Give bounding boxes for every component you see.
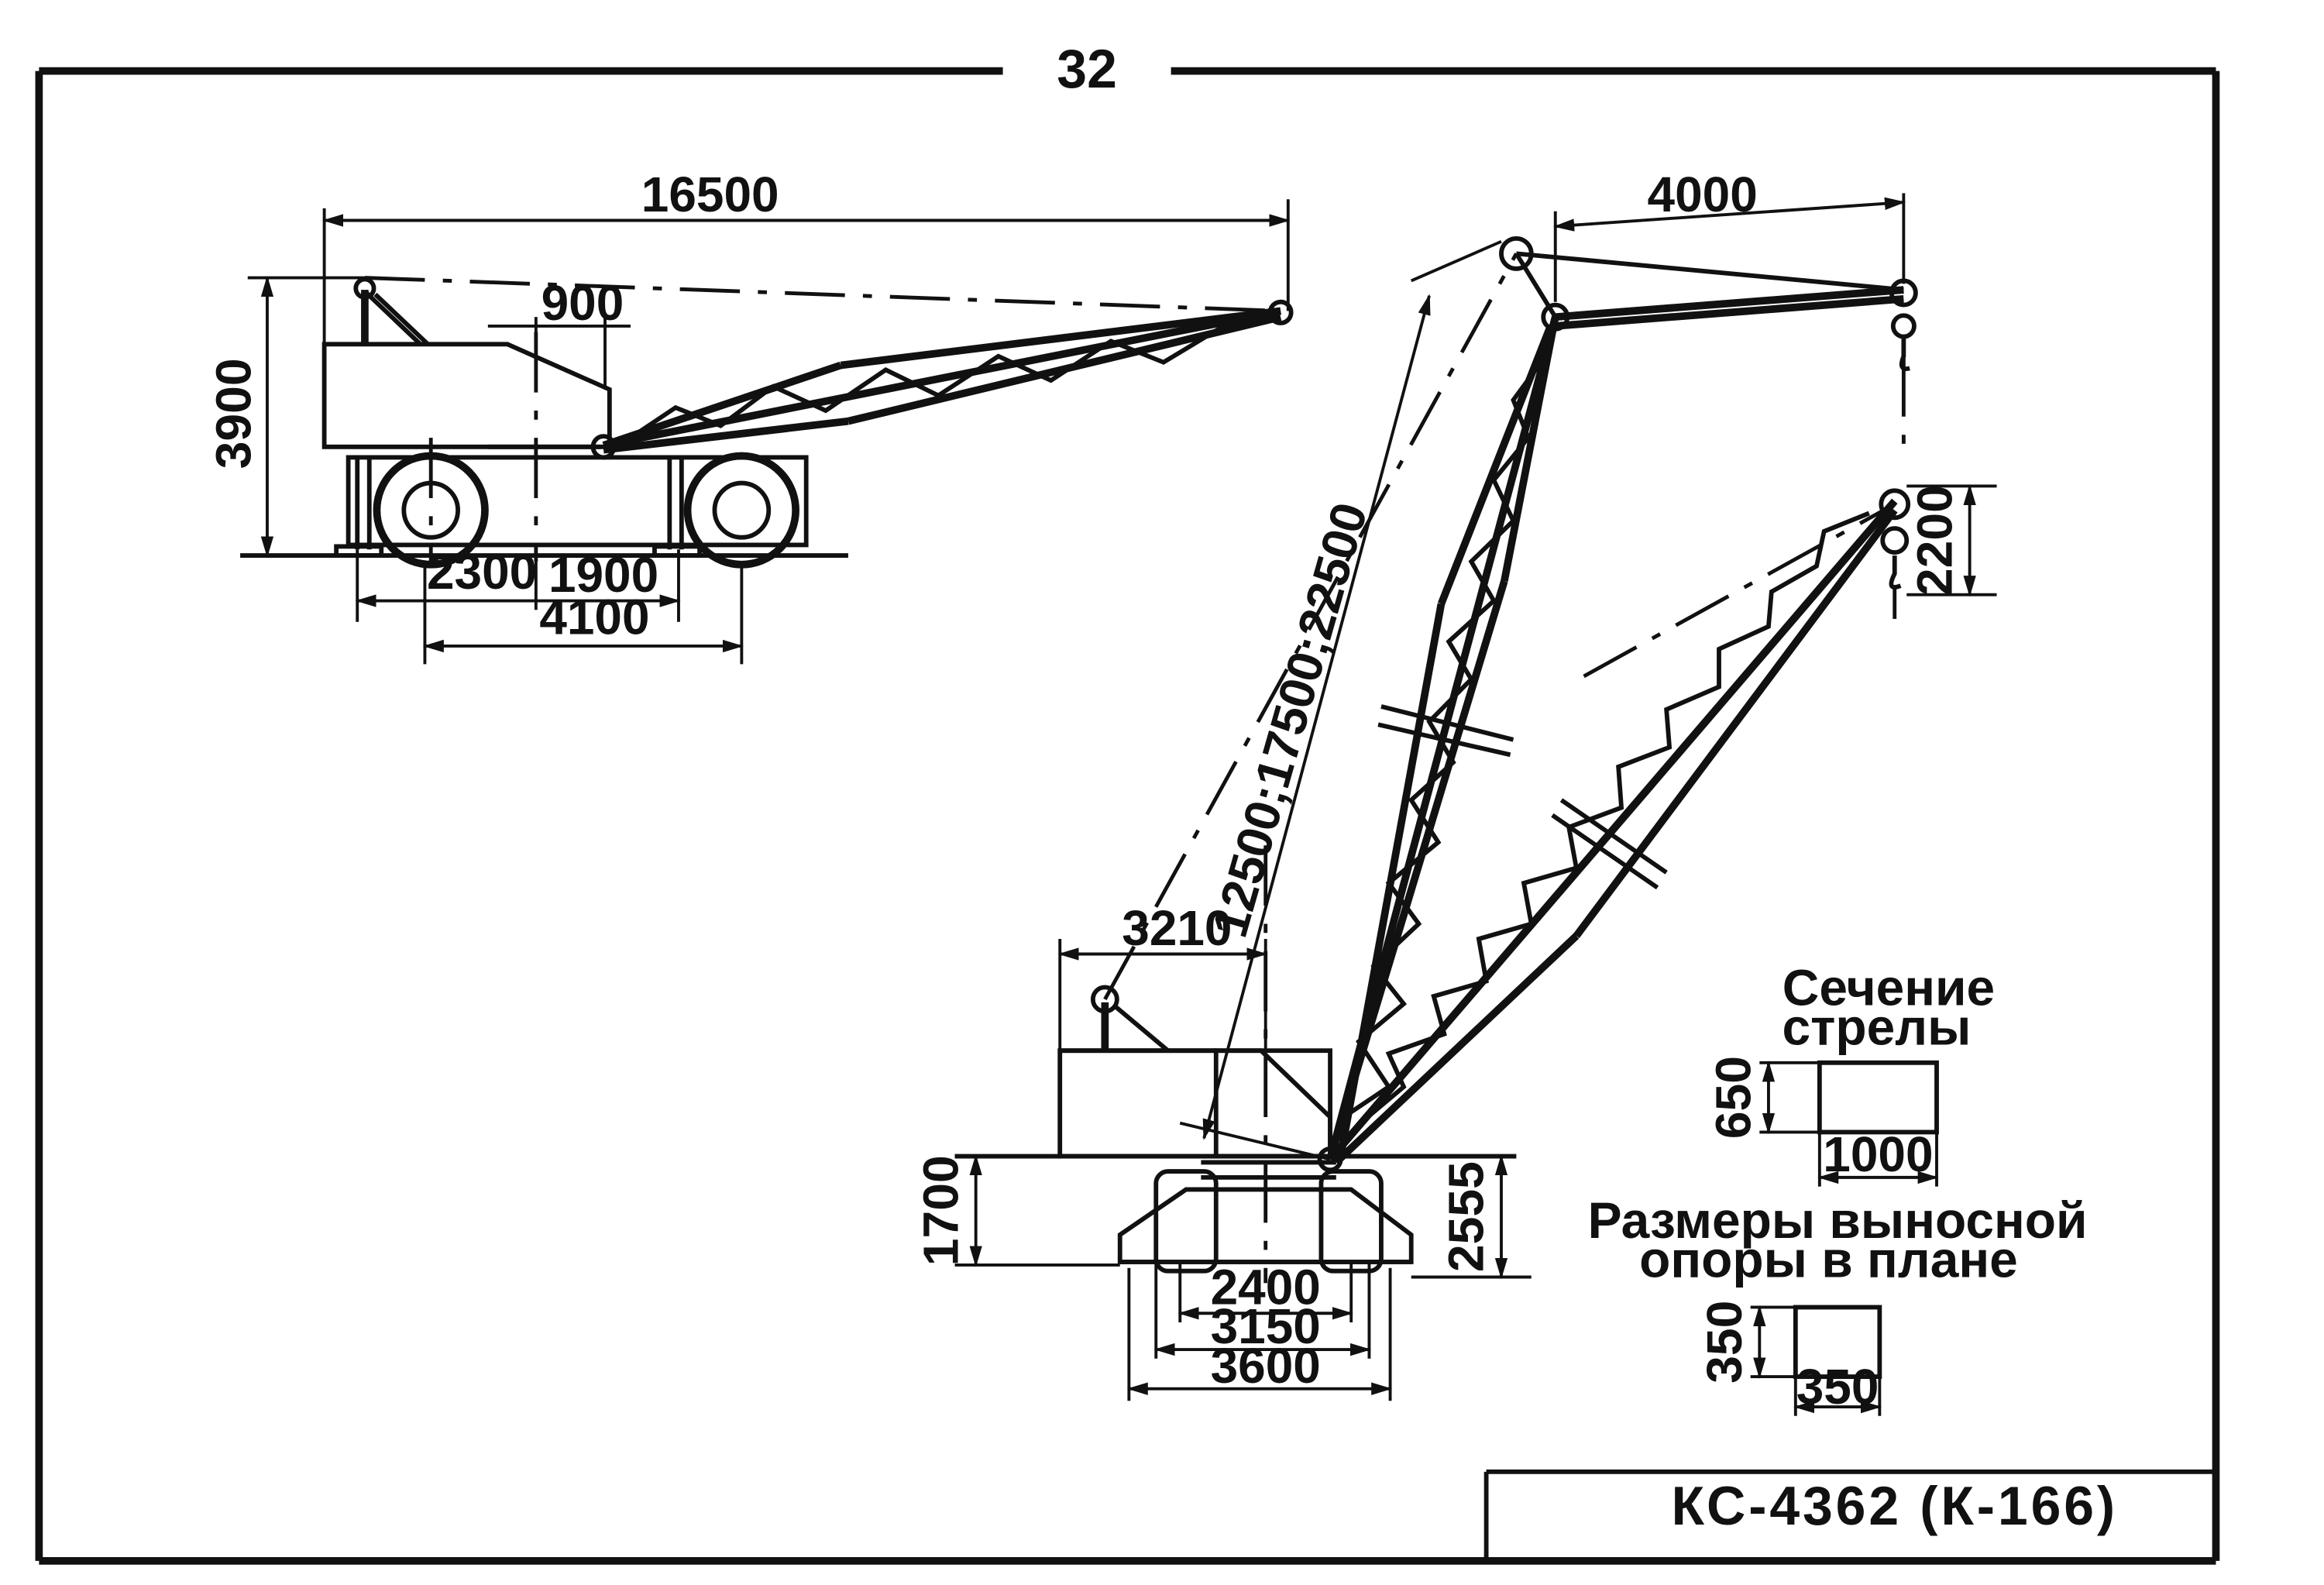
sheet-frame [35, 67, 2220, 1565]
dim-jib-reach: 4000 [1648, 167, 1758, 222]
dim-height: 3900 [206, 358, 262, 469]
boom-section-width: 1000 [1823, 1126, 1933, 1182]
boom-section-heading-2: стрелы [1783, 999, 1972, 1056]
dim-hook-offset: 2200 [1907, 485, 1963, 596]
dim-boom-lengths: 12500;17500;22500 [1202, 497, 1378, 944]
dim-front-span: 1900 [548, 547, 658, 603]
boom-section-height: 650 [1706, 1056, 1762, 1139]
dim-pivot-offset: 3210 [1122, 900, 1232, 956]
dim-cab-offset: 900 [541, 275, 624, 331]
dim-total-height: 2555 [1439, 1161, 1494, 1272]
dim-track-3600: 3600 [1211, 1338, 1321, 1394]
transport-view-crane [240, 277, 1294, 569]
transport-dimension-labels: 16500 3900 900 2300 1900 4100 [206, 167, 779, 645]
dim-track-3150: 3150 [1211, 1298, 1321, 1354]
outrigger-heading-1: Размеры выносной [1588, 1192, 2088, 1250]
dim-wheelbase: 4100 [539, 589, 649, 645]
outrigger-pad: Размеры выносной опоры в плане 350 350 [1588, 1192, 2088, 1416]
working-view-crane [954, 236, 1918, 1284]
dim-rear-span: 2300 [427, 544, 537, 600]
outrigger-heading-2: опоры в плане [1639, 1231, 2018, 1288]
boom-section: Сечение стрелы 650 1000 [1706, 960, 1995, 1187]
page-number: 32 [1057, 39, 1117, 99]
model-title: КС-4362 (К-166) [1671, 1476, 2118, 1536]
transport-dimensions [247, 199, 1291, 665]
outrigger-width: 350 [1796, 1359, 1879, 1415]
dim-track-2400: 2400 [1211, 1259, 1321, 1315]
title-block: КС-4362 (К-166) [1483, 1469, 2216, 1561]
dim-overall-length: 16500 [641, 167, 779, 222]
outrigger-height: 350 [1697, 1301, 1752, 1384]
working-dimensions [954, 193, 1997, 1401]
boom-section-heading-1: Сечение [1783, 960, 1995, 1017]
dim-ground-height: 1700 [913, 1155, 969, 1266]
